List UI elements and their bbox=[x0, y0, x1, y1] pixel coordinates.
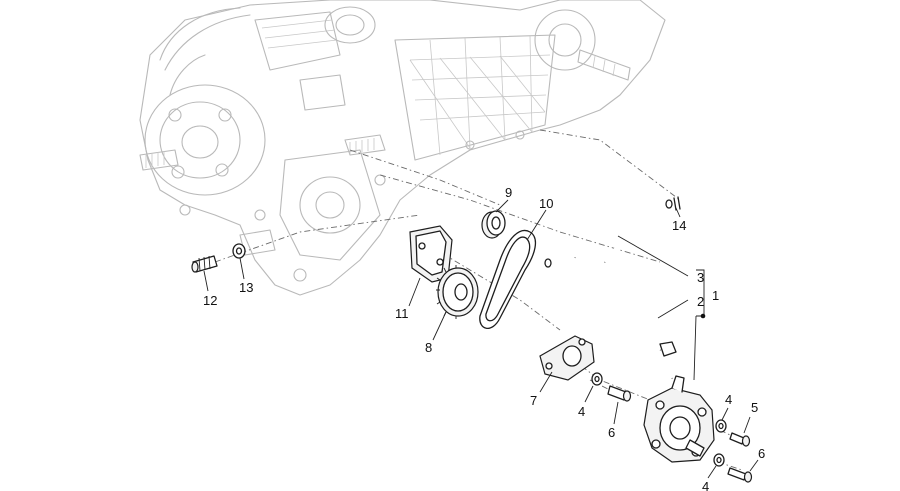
part-7-gasket-plate bbox=[539, 335, 595, 381]
callout-3: 3 bbox=[697, 270, 704, 285]
callout-4-a: 4 bbox=[578, 404, 585, 419]
part-4-washers bbox=[591, 372, 727, 467]
callout-6-a: 6 bbox=[608, 425, 615, 440]
callout-6-b: 6 bbox=[758, 446, 765, 461]
callout-13: 13 bbox=[239, 280, 253, 295]
part-10-drive-belt bbox=[479, 229, 537, 329]
part-11-tensioner-bracket bbox=[409, 225, 453, 283]
callout-4-b: 4 bbox=[725, 392, 732, 407]
callout-11: 11 bbox=[395, 306, 409, 321]
callout-7: 7 bbox=[530, 393, 537, 408]
callout-10: 10 bbox=[539, 196, 553, 211]
part-13-washer bbox=[232, 243, 246, 259]
callout-12: 12 bbox=[203, 293, 217, 308]
part-5-6-bolts bbox=[607, 385, 753, 483]
callout-4-c: 4 bbox=[702, 479, 709, 491]
callout-5: 5 bbox=[751, 400, 758, 415]
callout-labels: 1 2 3 4 4 4 5 6 6 7 8 9 10 11 12 13 14 bbox=[203, 185, 765, 491]
callout-14: 14 bbox=[672, 218, 686, 233]
part-9-bearing bbox=[481, 210, 506, 239]
part-12-stud-bolt bbox=[191, 255, 218, 273]
part-14-clamp bbox=[673, 196, 681, 211]
callout-8: 8 bbox=[425, 340, 432, 355]
part-2-3-hose-assembly bbox=[544, 199, 677, 379]
callout-2: 2 bbox=[697, 294, 704, 309]
part-1-oil-pump bbox=[643, 375, 715, 463]
callout-1: 1 bbox=[712, 288, 719, 303]
callout-9: 9 bbox=[505, 185, 512, 200]
engine-crankcase-background bbox=[139, 0, 666, 296]
callout-leader-lines bbox=[203, 199, 759, 479]
